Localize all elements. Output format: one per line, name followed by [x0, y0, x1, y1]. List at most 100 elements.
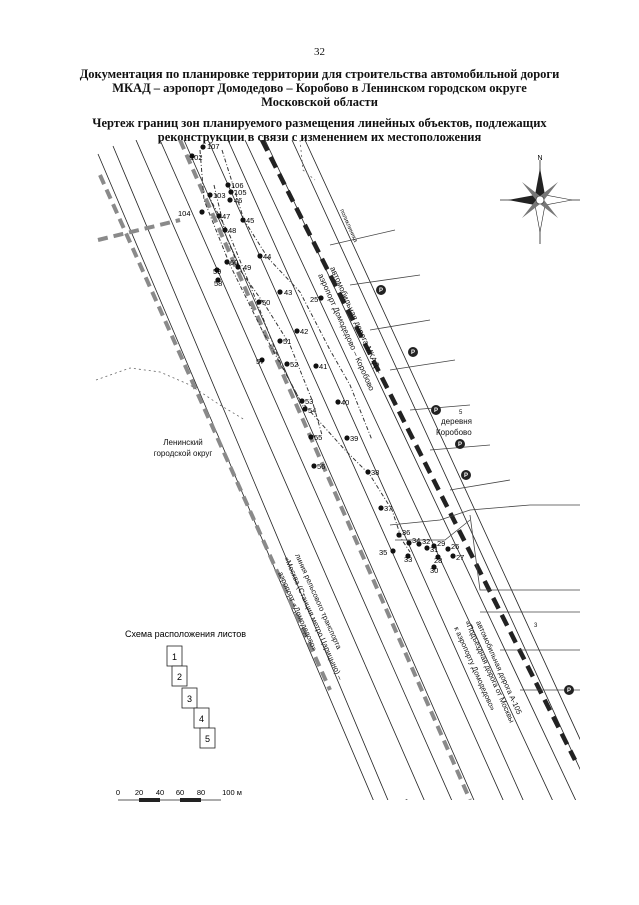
point-marker — [224, 259, 230, 265]
point-label: 33 — [404, 555, 412, 564]
point-27: 27 — [450, 553, 464, 562]
point-marker — [390, 548, 396, 554]
svg-text:P: P — [464, 473, 468, 479]
point-marker — [313, 363, 319, 369]
point-102: 102 — [189, 153, 203, 162]
point-label: 56 — [317, 462, 325, 471]
point-marker — [431, 543, 437, 549]
point-marker — [299, 398, 305, 404]
point-39: 39 — [344, 434, 358, 443]
point-label: 47 — [222, 212, 230, 221]
point-25: 25 — [310, 295, 324, 304]
point-42: 42 — [294, 327, 308, 336]
svg-text:4: 4 — [199, 714, 204, 724]
scale-tick-40: 40 — [156, 788, 164, 797]
parking-icon: P — [564, 685, 574, 695]
point-33: 33 — [404, 553, 412, 564]
point-label: 54 — [308, 406, 316, 415]
point-marker — [215, 277, 221, 283]
point-label: 29 — [437, 539, 445, 548]
sheet-box-4: 4 — [193, 707, 210, 729]
scale-tick-80: 80 — [197, 788, 205, 797]
drawing-subtitle: Чертеж границ зон планируемого размещени… — [40, 116, 599, 144]
svg-text:P: P — [434, 408, 438, 414]
parking-icon: P — [408, 347, 418, 357]
point-57: 57 — [256, 357, 265, 366]
point-marker — [216, 213, 222, 219]
svg-text:5: 5 — [205, 734, 210, 744]
point-35: 35 — [379, 548, 396, 557]
compass-rose-icon: N — [500, 155, 580, 244]
svg-text:1: 1 — [172, 652, 177, 662]
road-edge-lines — [97, 140, 580, 800]
point-label: 49 — [243, 263, 251, 272]
point-label: 27 — [456, 553, 464, 562]
point-marker — [207, 192, 213, 198]
point-marker — [235, 264, 241, 270]
document-title: Документация по планировке территории дл… — [40, 67, 599, 109]
scale-tick-100: 100 м — [222, 788, 242, 797]
point-56: 56 — [311, 462, 325, 471]
point-marker — [199, 209, 205, 215]
village-label-2: Коробово — [436, 428, 472, 437]
svg-text:2: 2 — [177, 672, 182, 682]
point-marker — [344, 435, 350, 441]
point-label: 36 — [402, 528, 410, 537]
point-105: 105 — [228, 188, 247, 197]
point-label: 37 — [384, 504, 392, 513]
point-28: 28 — [434, 554, 442, 565]
point-marker — [405, 553, 411, 559]
point-marker — [435, 554, 441, 560]
point-52: 52 — [284, 360, 298, 369]
point-label: 55 — [314, 433, 322, 442]
point-45: 45 — [240, 216, 254, 225]
point-marker — [228, 189, 234, 195]
point-label: 45 — [246, 216, 254, 225]
point-51: 51 — [277, 337, 291, 346]
scale-tick-20: 20 — [135, 788, 143, 797]
point-54: 54 — [302, 406, 316, 415]
point-label: 30 — [430, 566, 438, 575]
map-labels: поликлиника автомобильная дорога МКАД – … — [154, 208, 538, 724]
edge-label-3: 3 — [534, 623, 538, 629]
district-boundary — [95, 367, 246, 421]
point-label: 107 — [207, 142, 220, 151]
point-marker — [225, 182, 231, 188]
point-label: 46 — [234, 196, 242, 205]
point-marker — [240, 217, 246, 223]
point-31: 31 — [424, 545, 438, 554]
point-47: 47 — [216, 212, 230, 221]
point-marker — [445, 546, 451, 552]
subtitle-line-1: Чертеж границ зон планируемого размещени… — [92, 116, 547, 130]
rail-label-2: «Москва (Станция метро Царицыно) – — [282, 555, 345, 682]
point-label: 106 — [231, 181, 244, 190]
point-59: 59 — [213, 267, 221, 276]
point-marker — [406, 540, 412, 546]
point-marker — [424, 545, 430, 551]
point-37: 37 — [378, 504, 392, 513]
svg-text:P: P — [411, 350, 415, 356]
point-107: 107 — [200, 142, 220, 151]
point-marker — [277, 338, 283, 344]
svg-text:P: P — [458, 442, 462, 448]
point-label: 35 — [379, 548, 387, 557]
point-106: 106 — [225, 181, 244, 190]
point-36: 36 — [396, 528, 410, 538]
point-label: 59 — [213, 267, 221, 276]
point-label: 53 — [305, 397, 313, 406]
point-43: 43 — [277, 288, 292, 297]
zone-boundary-black — [259, 140, 578, 800]
point-26: 26 — [445, 542, 459, 552]
point-58: 58 — [214, 277, 222, 288]
point-label: 31 — [430, 545, 438, 554]
point-label: 103 — [213, 191, 226, 200]
zone-boundary-grey — [97, 140, 472, 800]
point-marker — [318, 295, 324, 301]
point-marker — [396, 532, 402, 538]
point-41: 41 — [313, 362, 327, 371]
point-label: 44 — [263, 252, 271, 261]
point-46: 46 — [227, 196, 242, 205]
point-marker — [294, 328, 300, 334]
point-label: 105 — [234, 188, 247, 197]
